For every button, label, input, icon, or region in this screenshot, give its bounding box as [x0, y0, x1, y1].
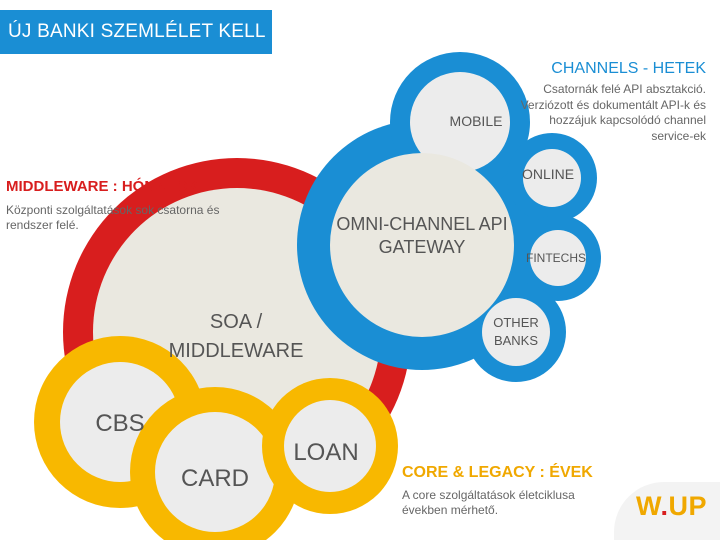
soa-label-line2: MIDDLEWARE — [169, 340, 304, 362]
online-node-inner — [523, 149, 581, 207]
page-title: ÚJ BANKI SZEMLÉLET KELL — [0, 10, 272, 54]
gateway-label-line1: OMNI-CHANNEL API — [336, 214, 507, 234]
channels-heading: CHANNELS - HETEK — [551, 60, 706, 77]
card-node-inner — [155, 412, 275, 532]
mobile-node-inner — [410, 72, 510, 172]
loan-label: LOAN — [293, 439, 358, 466]
middleware-heading: MIDDLEWARE : HÓNAPOK — [6, 178, 199, 195]
other-banks-label-line2: BANKS — [494, 333, 538, 348]
fintechs-node-inner — [530, 230, 586, 286]
gateway-node[interactable] — [330, 153, 514, 337]
cbs-label: CBS — [95, 410, 144, 437]
gateway-label-line2: GATEWAY — [379, 237, 466, 257]
core-heading: CORE & LEGACY : ÉVEK — [402, 464, 593, 481]
online-label: ONLINE — [522, 166, 574, 182]
fintechs-label: FINTECHS — [526, 251, 586, 265]
logo-part-w: W — [636, 491, 661, 521]
mobile-label: MOBILE — [450, 113, 503, 129]
logo-dot: . — [660, 491, 669, 521]
logo-part-up: UP — [668, 491, 708, 521]
loan-node-inner — [284, 400, 376, 492]
middleware-description: Központi szolgáltatások sok csatorna és … — [6, 203, 220, 232]
wup-logo-text: W.UP — [636, 491, 707, 522]
soa-label-line1: SOA / — [210, 311, 263, 333]
card-label: CARD — [181, 465, 249, 492]
other-banks-label-line1: OTHER — [493, 315, 539, 330]
core-description: A core szolgáltatások életciklusa évekbe… — [402, 488, 575, 517]
channels-description: Csatornák felé API absztakció. Verziózot… — [520, 82, 706, 143]
other-banks-node-inner — [482, 298, 550, 366]
